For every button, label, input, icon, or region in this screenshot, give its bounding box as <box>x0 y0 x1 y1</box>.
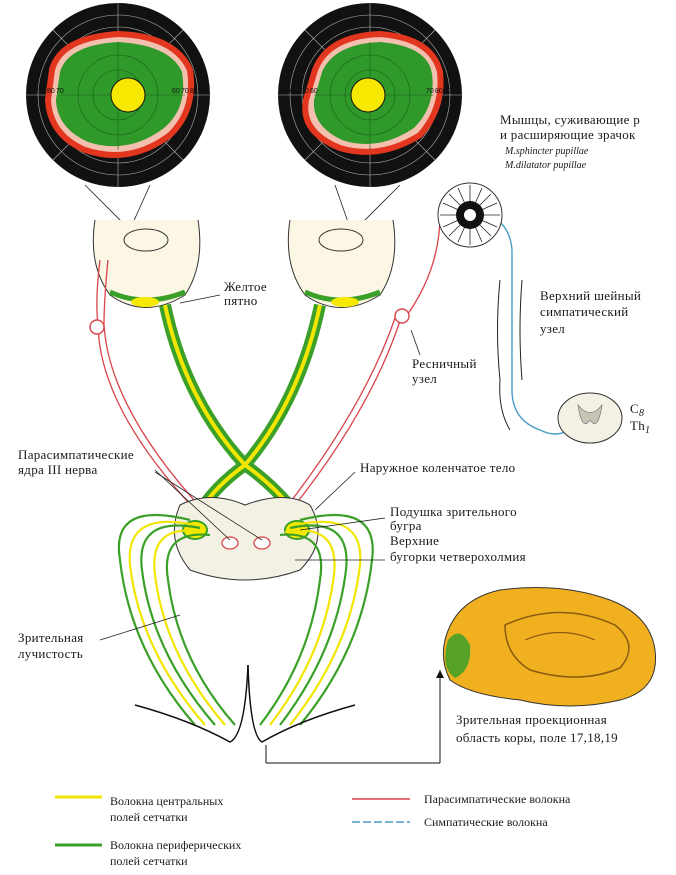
optic-pathway <box>165 305 320 520</box>
visual-cortex-label: область коры, поле 17,18,19 <box>456 730 618 745</box>
legend: Волокна центральных полей сетчатки Волок… <box>55 792 571 868</box>
macula-label: пятно <box>224 293 258 308</box>
sphincter-label: M.sphincter pupillae <box>504 146 589 157</box>
legend-sympathetic-label: Симпатические волокна <box>424 815 548 829</box>
superior-colliculi-label: бугорки четверохолмия <box>390 549 526 564</box>
left-field-scale-right: 80 <box>190 88 198 95</box>
optic-radiation-label: лучистость <box>18 646 83 661</box>
left-field-scale-right: 70 <box>181 88 189 95</box>
segment-c-label: С8 <box>630 401 644 419</box>
muscles-label: Мышцы, суживающие р <box>500 112 640 127</box>
right-field-scale-left: 60 <box>310 88 318 95</box>
right-visual-field: 90 80 70 60 70 80 90 <box>278 3 462 187</box>
segment-c-letter: С <box>630 401 639 416</box>
left-eye <box>93 220 200 308</box>
superior-colliculi-label: Верхние <box>390 533 439 548</box>
cervical-ganglion-label: Верхний шейный <box>540 288 641 303</box>
legend-peripheral-label: Волокна периферических <box>110 838 241 852</box>
legend-parasympathetic-label: Парасимпатические волокна <box>424 792 571 806</box>
segment-th-letter: Th <box>630 418 645 433</box>
right-field-scale-left: 70 <box>301 88 309 95</box>
visual-cortex-label: Зрительная проекционная <box>456 712 607 727</box>
legend-peripheral-label: полей сетчатки <box>110 854 188 868</box>
macula-label: Желтое <box>224 279 267 294</box>
ciliary-ganglion-label: узел <box>412 371 437 386</box>
right-field-scale-left: 80 <box>292 88 300 95</box>
parasympathetic-nuclei-label: Парасимпатические <box>18 447 134 462</box>
iris-pupil <box>438 183 502 247</box>
right-field-scale-right: 70 <box>426 88 434 95</box>
cervical-ganglion-label: узел <box>540 321 565 336</box>
spinal-cord-segment <box>558 393 622 443</box>
dilatator-label: M.dilatator pupillae <box>504 160 587 171</box>
segment-th-label: Th1 <box>630 418 650 436</box>
right-field-scale-left: 90 <box>283 88 291 95</box>
pulvinar-label: Подушка зрительного <box>390 504 517 519</box>
left-field-scale-left: 80 <box>47 88 55 95</box>
left-field-scale-right: 60 <box>172 88 180 95</box>
left-field-scale-left: 90 <box>38 88 46 95</box>
left-field-scale-left: 70 <box>56 88 64 95</box>
right-eye <box>288 220 395 308</box>
right-field-scale-right: 80 <box>435 88 443 95</box>
right-field-scale-right: 90 <box>444 88 452 95</box>
left-visual-field: 90 80 70 60 70 80 90 <box>26 3 210 187</box>
left-ciliary-ganglion <box>90 320 104 334</box>
left-field-scale-right: 90 <box>199 88 207 95</box>
legend-central-label: полей сетчатки <box>110 810 188 824</box>
legend-central-label: Волокна центральных <box>110 794 223 808</box>
cervical-ganglion-label: симпатический <box>540 304 629 319</box>
optic-radiation-label: Зрительная <box>18 630 84 645</box>
segment-th-number: 1 <box>645 425 650 436</box>
pulvinar-label: бугра <box>390 518 422 533</box>
brain-hemisphere <box>443 588 655 706</box>
lateral-geniculate-label: Наружное коленчатое тело <box>360 460 515 475</box>
parasympathetic-nuclei-label: ядра III нерва <box>18 462 98 477</box>
muscles-label: и расширяющие зрачок <box>500 127 636 142</box>
right-ciliary-ganglion <box>395 309 409 323</box>
sympathetic-chain <box>498 280 523 430</box>
midbrain <box>174 498 318 581</box>
ciliary-ganglion-label: Ресничный <box>412 356 477 371</box>
